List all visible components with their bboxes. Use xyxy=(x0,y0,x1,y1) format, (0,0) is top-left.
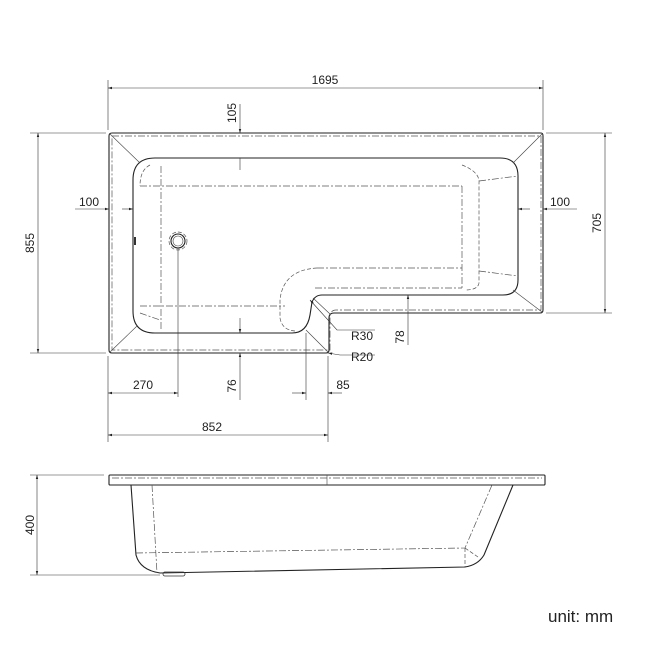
dim-rim-right: 100 xyxy=(550,195,570,209)
dim-step-depth: 78 xyxy=(393,330,407,344)
unit-label: unit: mm xyxy=(548,607,614,626)
overflow-mark xyxy=(134,237,136,245)
dim-radius-inner: R30 xyxy=(351,329,373,343)
waste-outlet-icon xyxy=(168,231,188,397)
dim-rim-bottom: 76 xyxy=(225,379,239,393)
dim-overall-width: 855 xyxy=(23,233,37,253)
hidden-lines xyxy=(111,135,542,351)
basin-outline xyxy=(132,157,519,334)
dim-wide-section-length: 852 xyxy=(202,420,222,434)
dimension-labels: 1695 105 100 100 855 705 R30 R20 78 76 2… xyxy=(23,73,604,434)
dim-step-offset: 85 xyxy=(336,378,350,392)
dim-rim-top: 105 xyxy=(225,103,239,123)
dim-narrow-width: 705 xyxy=(590,213,604,233)
side-waste xyxy=(162,571,186,577)
side-body xyxy=(130,484,514,574)
dim-overall-length: 1695 xyxy=(312,73,339,87)
outer-rim xyxy=(108,132,544,354)
dim-radius-outer: R20 xyxy=(351,350,373,364)
rim-chamfer-lines xyxy=(109,133,543,353)
dim-rim-left: 100 xyxy=(79,195,99,209)
side-view: 400 xyxy=(23,474,546,577)
top-view xyxy=(108,132,544,397)
dim-waste-offset: 270 xyxy=(133,378,153,392)
dim-height: 400 xyxy=(23,515,37,535)
dimension-lines xyxy=(30,80,612,442)
